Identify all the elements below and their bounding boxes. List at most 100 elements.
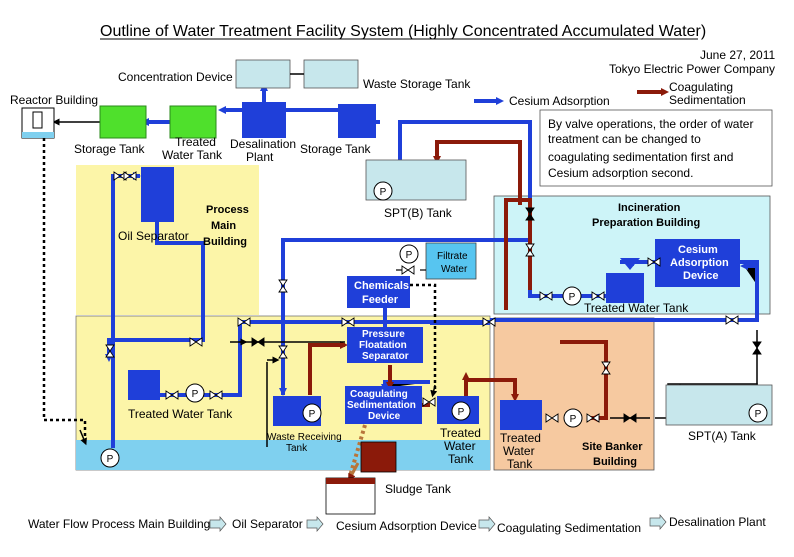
- process-label-2: Main: [211, 220, 236, 232]
- spt-b-label: SPT(B) Tank: [384, 206, 453, 220]
- pump-label: P: [755, 409, 762, 420]
- pfs-label-2: Floatation: [359, 340, 407, 351]
- storage-tank-left: [99, 105, 147, 139]
- flow-arrow-icon: [209, 516, 227, 532]
- flow-step-2: Oil Separator: [232, 517, 303, 531]
- pump-process: [100, 448, 120, 468]
- csd-label-3: Device: [368, 411, 401, 422]
- oil-separator: [141, 167, 174, 222]
- treated-water-tank-site: [500, 400, 542, 430]
- desalination-plant: [242, 102, 286, 138]
- flow-arrow-icon: [478, 516, 496, 532]
- pfs-label-3: Separator: [362, 351, 409, 362]
- legend-coag-1: Coagulating: [669, 80, 733, 94]
- filtrate-label-2: Water: [441, 264, 468, 275]
- date-label: June 27, 2011: [700, 48, 776, 62]
- sludge-label: Sludge Tank: [385, 482, 452, 496]
- site-label-1: Site Banker: [582, 441, 643, 453]
- treated-incin-label: Treated Water Tank: [584, 301, 689, 315]
- filtrate-water-box: [425, 242, 477, 280]
- treated-water-tank-main: [128, 370, 160, 400]
- pump-label: P: [458, 407, 465, 418]
- pump-waste: [302, 403, 322, 423]
- pump-filtrate: [399, 244, 419, 264]
- diagram-title: Outline of Water Treatment Facility Syst…: [100, 23, 706, 40]
- note-line-4: Cesium adsorption second.: [548, 166, 693, 180]
- process-label-3: Building: [203, 236, 247, 248]
- pump-label: P: [569, 292, 576, 303]
- flow-arrow-icon: [649, 514, 667, 530]
- pump-label: P: [380, 187, 387, 198]
- treated-main-label: Treated Water Tank: [128, 407, 233, 421]
- sludge-hopper: [360, 441, 397, 473]
- treated-center-1: Treated: [440, 426, 481, 440]
- filtrate-label-1: Filtrate: [437, 251, 468, 262]
- pump-site: [563, 408, 583, 428]
- cesium-label-3: Device: [683, 270, 718, 282]
- chem-label-2: Feeder: [362, 294, 399, 306]
- flow-step-4: Coagulating Sedimentation: [497, 521, 641, 535]
- flow-step-3: Cesium Adsorption Device: [336, 519, 477, 533]
- pfs-label-1: Pressure: [362, 329, 405, 340]
- chem-label-1: Chemicals: [354, 280, 409, 292]
- pump-spta: [748, 403, 768, 423]
- pump-treated-main: [185, 383, 205, 403]
- dotted-chem-line: [410, 283, 437, 390]
- cesium-adsorption-device: [655, 239, 740, 287]
- flow-step-5: Desalination Plant: [669, 515, 766, 529]
- pump-label: P: [192, 389, 199, 400]
- note-line-2: treatment can be changed to: [548, 132, 701, 146]
- desal-label-1: Desalination: [230, 137, 296, 151]
- flow-step-1: Water Flow Process Main Building: [28, 517, 210, 531]
- cesium-label-1: Cesium: [678, 244, 718, 256]
- treated-orange-3: Tank: [507, 457, 533, 471]
- pump-incin: [562, 286, 582, 306]
- chemicals-feeder: [347, 276, 410, 308]
- waste-recv-label-1: Waste Receiving: [267, 432, 342, 443]
- treated-tank-incin: [606, 273, 644, 303]
- site-label-2: Building: [593, 456, 637, 468]
- waste-recv-label-2: Tank: [286, 443, 308, 454]
- legend-coag-2: Sedimentation: [669, 93, 746, 107]
- note-box: [539, 109, 773, 187]
- pump-sptb: [373, 181, 393, 201]
- reactor-label: Reactor Building: [10, 93, 98, 107]
- legend-cesium: Cesium Adsorption: [509, 94, 610, 108]
- treated-top-label-1: Treated: [175, 135, 216, 149]
- note-line-1: By valve operations, the order of water: [548, 117, 753, 131]
- pressure-floatation-separator: [347, 327, 423, 363]
- coagulating-sedimentation-device: [345, 386, 422, 424]
- csd-label-2: Sedimentation: [347, 400, 416, 411]
- company-label: Tokyo Electric Power Company: [609, 62, 775, 76]
- csd-label-1: Coagulating: [350, 389, 408, 400]
- spt-a-label: SPT(A) Tank: [688, 429, 757, 443]
- oil-separator-label: Oil Separator: [118, 229, 189, 243]
- dotted-reactor-line: [42, 138, 87, 440]
- treated-top-label-2: Water Tank: [162, 148, 223, 162]
- treated-water-tank-top: [169, 105, 217, 139]
- concentration-device: [235, 59, 291, 89]
- desal-label-2: Plant: [246, 150, 274, 164]
- treated-orange-2: Water: [503, 444, 535, 458]
- incin-label-1: Incineration: [618, 202, 681, 214]
- cesium-label-2: Adsorption: [670, 257, 729, 269]
- waste-storage-tank: [303, 59, 359, 89]
- storage-tank-right-label: Storage Tank: [300, 142, 371, 156]
- incin-label-2: Preparation Building: [592, 217, 700, 229]
- pump-label: P: [570, 414, 577, 425]
- storage-tank-left-label: Storage Tank: [74, 142, 145, 156]
- pump-label: P: [309, 409, 316, 420]
- concentration-label: Concentration Device: [118, 70, 233, 84]
- pipe-to-sptb: [398, 120, 532, 238]
- pump-label: P: [107, 454, 114, 465]
- process-label-1: Process: [206, 204, 249, 216]
- treated-center-2: Water: [444, 439, 476, 453]
- pump-label: P: [406, 250, 413, 261]
- treated-center-3: Tank: [448, 452, 474, 466]
- flow-arrow-icon: [306, 516, 324, 532]
- pipe-main-to-cesium: [490, 260, 759, 322]
- storage-tank-right: [338, 104, 376, 138]
- treated-orange-1: Treated: [500, 431, 541, 445]
